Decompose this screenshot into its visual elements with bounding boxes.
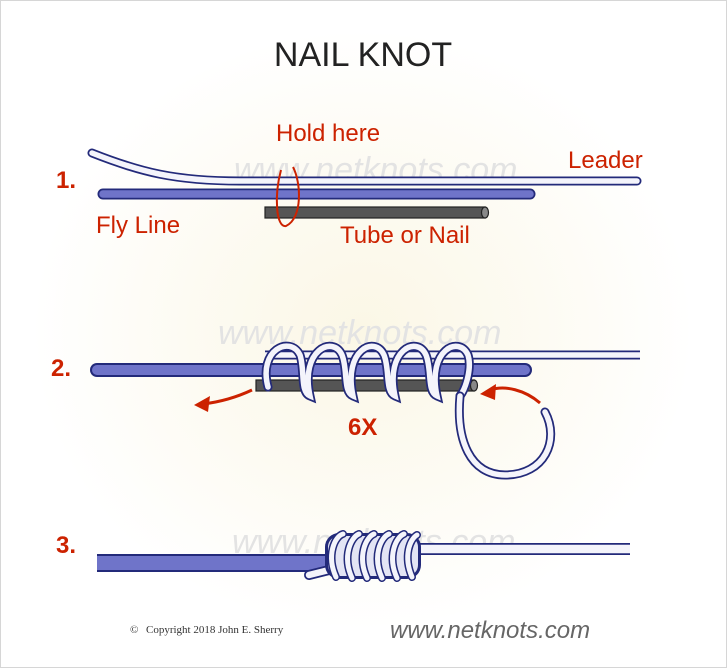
step-2-tube xyxy=(255,379,479,392)
step-1-leader-label: Leader xyxy=(568,147,643,174)
step-3-group: 3. xyxy=(56,530,630,582)
step-2-group: 2. xyxy=(51,341,640,480)
step-2-number: 2. xyxy=(51,355,71,382)
diagram-title: NAIL KNOT xyxy=(274,36,452,74)
footer-url: www.netknots.com xyxy=(390,617,590,644)
step-2-right-arrow xyxy=(489,386,541,405)
step-2-left-arrow-head xyxy=(194,396,210,412)
step-2-left-arrow xyxy=(202,388,253,406)
copyright-text: Copyright 2018 John E. Sherry xyxy=(146,624,284,636)
step-2-tag-end xyxy=(454,391,556,480)
step-3-coils xyxy=(325,530,421,582)
step-1-number: 1. xyxy=(56,167,76,194)
step-1-hold-marker xyxy=(275,166,300,227)
step-2-wraps-label: 6X xyxy=(348,414,377,441)
step-1-tube xyxy=(264,206,490,219)
step-1-tube-label: Tube or Nail xyxy=(340,222,470,249)
step-2-right-arrow-head xyxy=(480,384,496,400)
copyright-symbol: © xyxy=(130,624,138,636)
step-1-leader xyxy=(87,148,642,186)
step-2-wraps xyxy=(261,341,474,404)
step-1-hold-label: Hold here xyxy=(276,120,380,147)
step-1-group: 1. Hold here Leader Fly Line Tube or Nai xyxy=(56,120,643,249)
step-3-number: 3. xyxy=(56,532,76,559)
step-1-fly-line-label: Fly Line xyxy=(96,212,180,239)
